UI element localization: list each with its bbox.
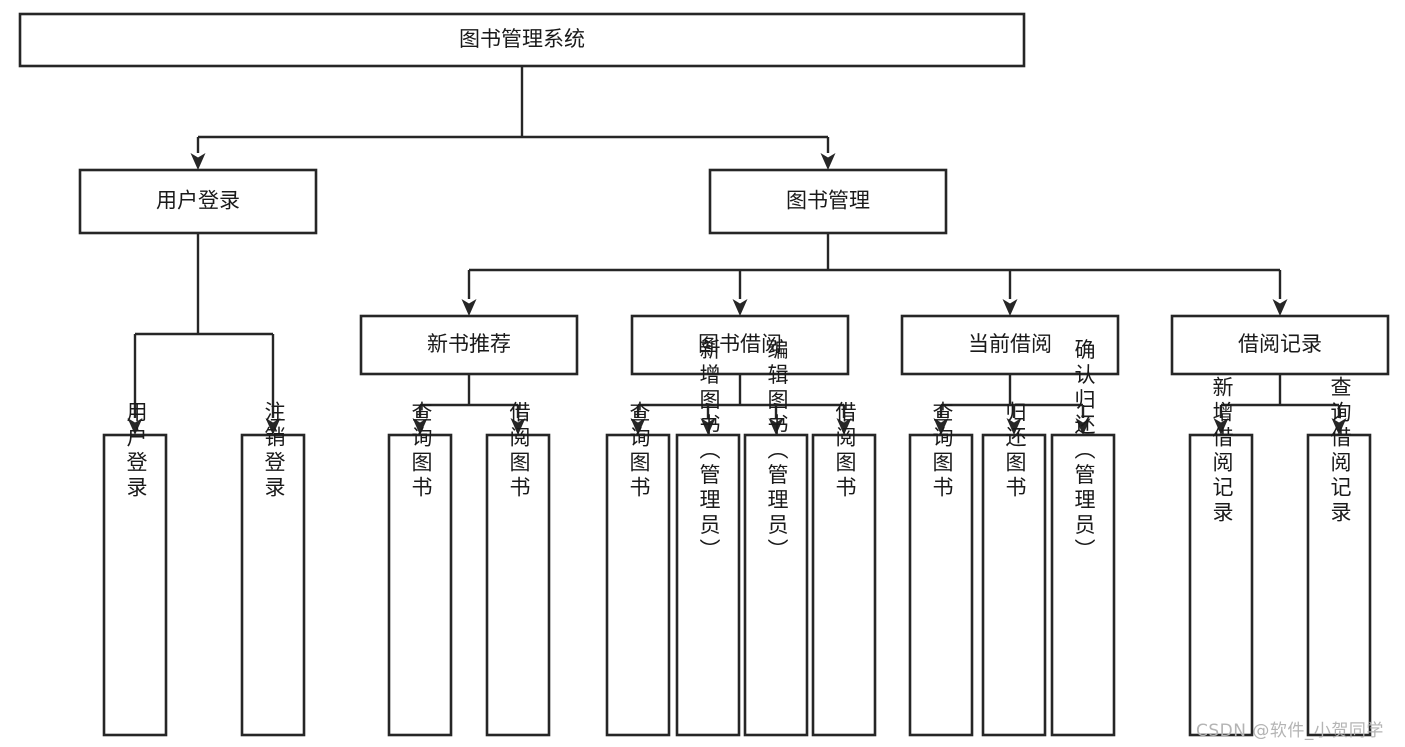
node-label-current-borrow: 当前借阅: [968, 332, 1052, 356]
connector-group-current-borrow-bus: [933, 374, 1091, 435]
connector-group-root-bus: [190, 66, 836, 170]
node-leaf-query-book-1[interactable]: 查询图书: [387, 401, 453, 737]
node-label-leaf-query-record: 查询借阅记录: [1328, 376, 1352, 526]
node-box-leaf-query-book-1[interactable]: [387, 433, 453, 737]
node-user-login[interactable]: 用户登录: [78, 168, 318, 235]
arrow-head-icon: [933, 418, 949, 435]
arrow-head-icon: [1213, 418, 1229, 435]
node-label-leaf-add-book: 新增图书（管理员）: [697, 339, 721, 564]
node-label-leaf-confirm-return: 确认归还（管理员）: [1072, 339, 1096, 564]
arrow-head-icon: [1272, 299, 1288, 316]
node-label-borrow-record: 借阅记录: [1238, 332, 1322, 356]
arrow-head-icon: [510, 418, 526, 435]
connector-group-user-login-bus: [127, 233, 281, 435]
node-box-leaf-user-logout[interactable]: [240, 433, 306, 737]
node-boxes-layer: 图书管理系统用户登录图书管理新书推荐图书借阅当前借阅借阅记录用户登录注销登录查询…: [18, 12, 1390, 737]
connector-edges-layer: [127, 66, 1347, 435]
node-label-leaf-borrow-book-2: 借阅图书: [833, 401, 857, 501]
node-leaf-user-logout[interactable]: 注销登录: [240, 401, 306, 737]
arrow-head-icon: [1075, 418, 1091, 435]
node-label-leaf-edit-book: 编辑图书（管理员）: [765, 339, 789, 564]
connector-group-new-book-bus: [412, 374, 526, 435]
node-box-leaf-return-book[interactable]: [981, 433, 1047, 737]
node-label-leaf-user-login: 用户登录: [124, 401, 148, 501]
node-box-root[interactable]: [18, 12, 1026, 68]
arrow-head-icon: [461, 299, 477, 316]
node-leaf-edit-book[interactable]: 编辑图书（管理员）: [743, 339, 809, 737]
node-leaf-return-book[interactable]: 归还图书: [981, 401, 1047, 737]
node-box-leaf-borrow-book-2[interactable]: [811, 433, 877, 737]
node-box-book-borrow[interactable]: [630, 314, 850, 376]
node-label-leaf-query-book-2: 查询图书: [627, 401, 651, 501]
node-leaf-confirm-return[interactable]: 确认归还（管理员）: [1050, 339, 1116, 737]
connector-group-book-mgmt-bus: [461, 233, 1288, 316]
node-box-leaf-query-record[interactable]: [1306, 433, 1372, 737]
arrow-head-icon: [732, 299, 748, 316]
node-borrow-record[interactable]: 借阅记录: [1170, 314, 1390, 376]
node-box-leaf-query-book-3[interactable]: [908, 433, 974, 737]
arrow-head-icon: [1331, 418, 1347, 435]
node-box-leaf-borrow-book-1[interactable]: [485, 433, 551, 737]
node-leaf-borrow-book-2[interactable]: 借阅图书: [811, 401, 877, 737]
node-box-leaf-query-book-2[interactable]: [605, 433, 671, 737]
node-current-borrow[interactable]: 当前借阅: [900, 314, 1120, 376]
connector-group-borrow-record-bus: [1213, 374, 1347, 435]
arrow-head-icon: [1002, 299, 1018, 316]
node-leaf-add-record[interactable]: 新增借阅记录: [1188, 376, 1254, 737]
node-book-management[interactable]: 图书管理: [708, 168, 948, 235]
node-box-user-login[interactable]: [78, 168, 318, 235]
node-box-leaf-add-book[interactable]: [675, 433, 741, 737]
node-label-leaf-return-book: 归还图书: [1003, 401, 1027, 501]
arrow-head-icon: [127, 418, 143, 435]
node-label-book-management: 图书管理: [786, 189, 870, 213]
arrow-head-icon: [700, 418, 716, 435]
node-leaf-add-book[interactable]: 新增图书（管理员）: [675, 339, 741, 737]
arrow-head-icon: [630, 418, 646, 435]
connector-group-book-borrow-bus: [630, 374, 852, 435]
node-box-leaf-edit-book[interactable]: [743, 433, 809, 737]
arrow-head-icon: [412, 418, 428, 435]
node-label-user-login: 用户登录: [156, 189, 240, 213]
node-root[interactable]: 图书管理系统: [18, 12, 1026, 68]
node-leaf-user-login[interactable]: 用户登录: [102, 401, 168, 737]
node-box-new-book-recommend[interactable]: [359, 314, 579, 376]
node-label-leaf-query-book-3: 查询图书: [930, 401, 954, 501]
node-box-borrow-record[interactable]: [1170, 314, 1390, 376]
arrow-head-icon: [190, 153, 206, 170]
arrow-head-icon: [1006, 418, 1022, 435]
node-label-leaf-borrow-book-1: 借阅图书: [507, 401, 531, 501]
node-box-leaf-confirm-return[interactable]: [1050, 433, 1116, 737]
node-label-root: 图书管理系统: [459, 27, 585, 51]
node-leaf-query-record[interactable]: 查询借阅记录: [1306, 376, 1372, 737]
arrow-head-icon: [836, 418, 852, 435]
node-leaf-query-book-3[interactable]: 查询图书: [908, 401, 974, 737]
node-box-current-borrow[interactable]: [900, 314, 1120, 376]
node-box-book-management[interactable]: [708, 168, 948, 235]
arrow-head-icon: [265, 418, 281, 435]
arrow-head-icon: [768, 418, 784, 435]
arrow-head-icon: [820, 153, 836, 170]
node-leaf-borrow-book-1[interactable]: 借阅图书: [485, 401, 551, 737]
node-leaf-query-book-2[interactable]: 查询图书: [605, 401, 671, 737]
node-label-new-book-recommend: 新书推荐: [427, 332, 511, 356]
node-label-leaf-query-book-1: 查询图书: [409, 401, 433, 501]
node-label-leaf-add-record: 新增借阅记录: [1210, 376, 1234, 526]
node-book-borrow[interactable]: 图书借阅: [630, 314, 850, 376]
node-box-leaf-add-record[interactable]: [1188, 433, 1254, 737]
node-label-leaf-user-logout: 注销登录: [262, 401, 286, 501]
node-box-leaf-user-login[interactable]: [102, 433, 168, 737]
node-new-book-recommend[interactable]: 新书推荐: [359, 314, 579, 376]
node-label-book-borrow: 图书借阅: [698, 332, 782, 356]
